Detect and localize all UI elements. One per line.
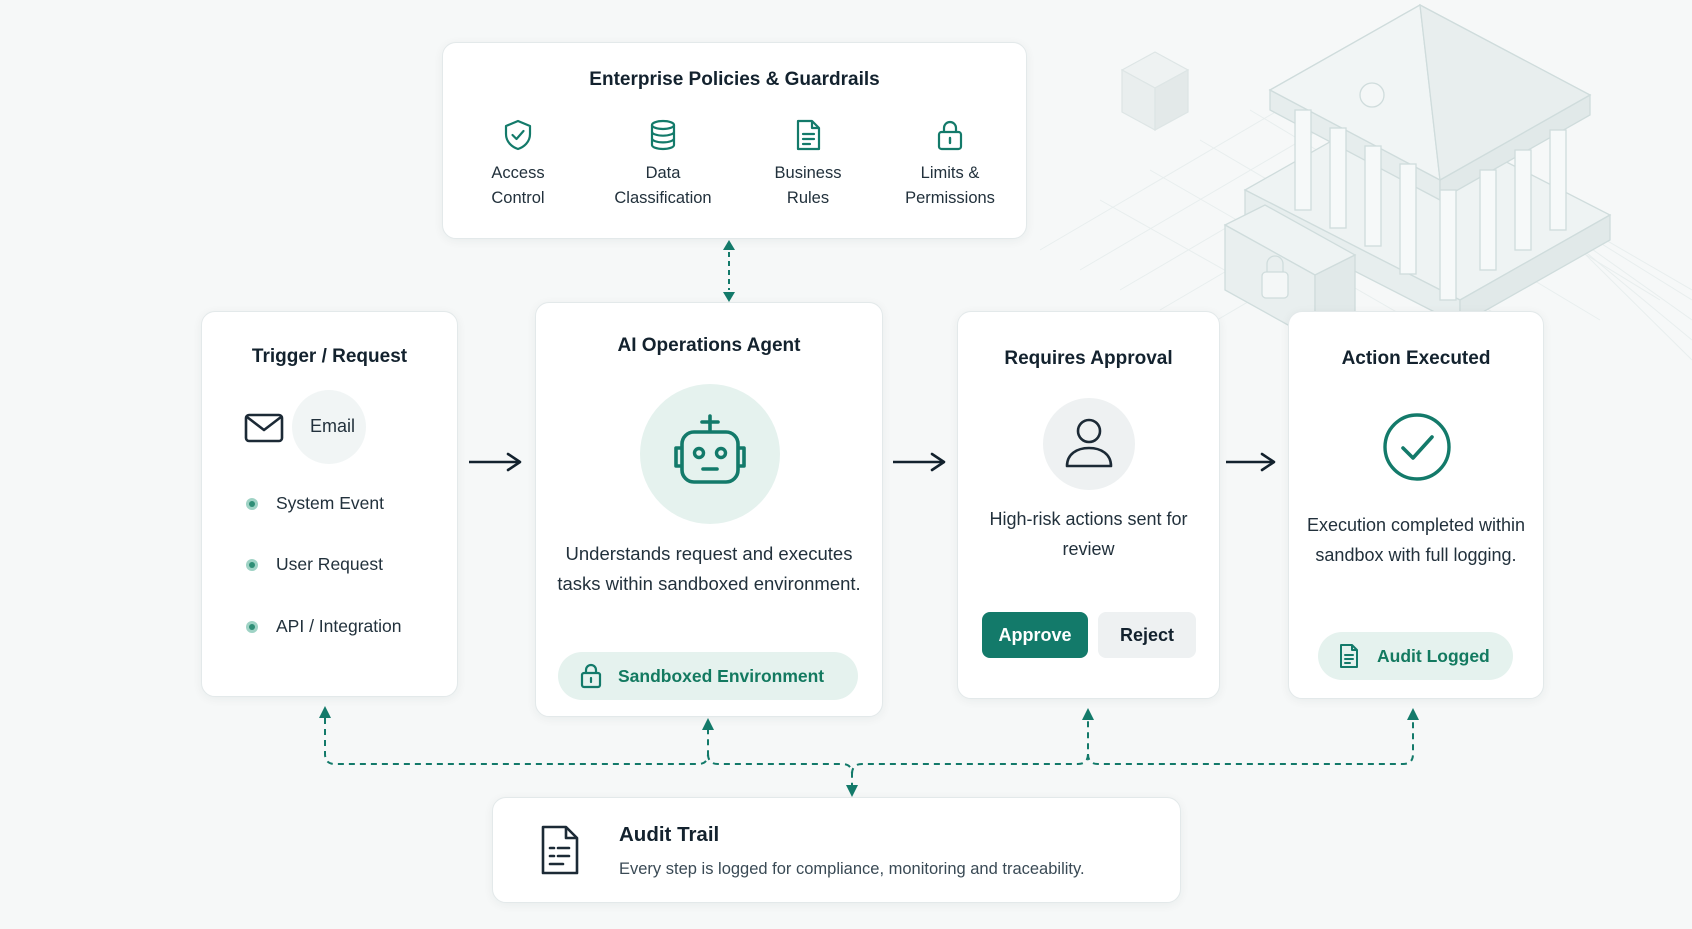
audit-trail-card: Audit Trail Every step is logged for com… (492, 797, 1181, 903)
person-icon (1065, 418, 1113, 468)
document-icon (796, 119, 821, 151)
approve-button[interactable]: Approve (982, 612, 1088, 658)
email-bubble (292, 390, 366, 464)
envelope-icon (244, 413, 284, 443)
database-icon (650, 119, 676, 151)
sandbox-label: Sandboxed Environment (618, 666, 825, 686)
approval-description: High-risk actions sent for review (989, 509, 1188, 559)
trigger-card: Trigger / Request Email System Event Use… (201, 311, 458, 697)
audit-logged-badge: Audit Logged (1318, 632, 1513, 680)
policy-label: Data Classification (614, 164, 712, 207)
audit-trail-title: Audit Trail (619, 823, 720, 846)
bullet-dot (246, 498, 258, 510)
agent-title: AI Operations Agent (617, 335, 801, 356)
guardrails-connector (723, 240, 735, 302)
bullet-dot (246, 559, 258, 571)
agent-icon-circle (640, 384, 780, 524)
agent-description: Understands request and executes tasks w… (557, 543, 861, 594)
approver-avatar (1043, 398, 1135, 490)
policy-limits-permissions: Limits & Permissions (885, 119, 1015, 211)
reject-button[interactable]: Reject (1098, 612, 1196, 658)
sandbox-badge: Sandboxed Environment (558, 652, 858, 700)
approval-title: Requires Approval (1004, 348, 1173, 369)
policy-label: Limits & Permissions (905, 164, 995, 207)
bullet-dot (246, 621, 258, 633)
policy-data-classification: Data Classification (598, 119, 728, 211)
trigger-title: Trigger / Request (251, 346, 408, 367)
approval-card: Requires Approval High-risk actions sent… (957, 311, 1220, 699)
flow-arrow-1 (469, 452, 522, 472)
executed-card: Action Executed Execution completed with… (1288, 311, 1544, 699)
flow-arrow-2 (893, 452, 946, 472)
source-label: API / Integration (276, 616, 402, 636)
policies-card: Enterprise Policies & Guardrails Access … (442, 42, 1027, 239)
policy-access-control: Access Control (453, 119, 583, 211)
document-icon (1340, 644, 1358, 668)
lock-icon (937, 120, 963, 151)
source-label: System Event (276, 493, 384, 513)
policy-label: Business Rules (774, 164, 842, 207)
audit-trail-description: Every step is logged for compliance, mon… (619, 860, 1085, 878)
executed-description: Execution completed within sandbox with … (1306, 515, 1526, 565)
document-icon (541, 825, 579, 875)
policies-title: Enterprise Policies & Guardrails (589, 69, 880, 90)
executed-title: Action Executed (1341, 348, 1491, 369)
policy-label: Access Control (491, 164, 545, 207)
source-label: User Request (276, 554, 383, 574)
email-label: Email (310, 416, 356, 436)
audit-logged-label: Audit Logged (1377, 646, 1490, 666)
agent-card: AI Operations Agent Understands request … (535, 302, 883, 717)
shield-check-icon (504, 119, 532, 151)
check-circle-icon (1383, 413, 1451, 481)
email-source: Email (244, 390, 404, 464)
flow-arrow-3 (1226, 452, 1276, 472)
audit-connector (324, 718, 1414, 785)
audit-connector-arrowheads (319, 706, 1419, 797)
policy-business-rules: Business Rules (743, 119, 873, 211)
robot-icon (674, 414, 746, 484)
lock-icon (580, 663, 602, 689)
